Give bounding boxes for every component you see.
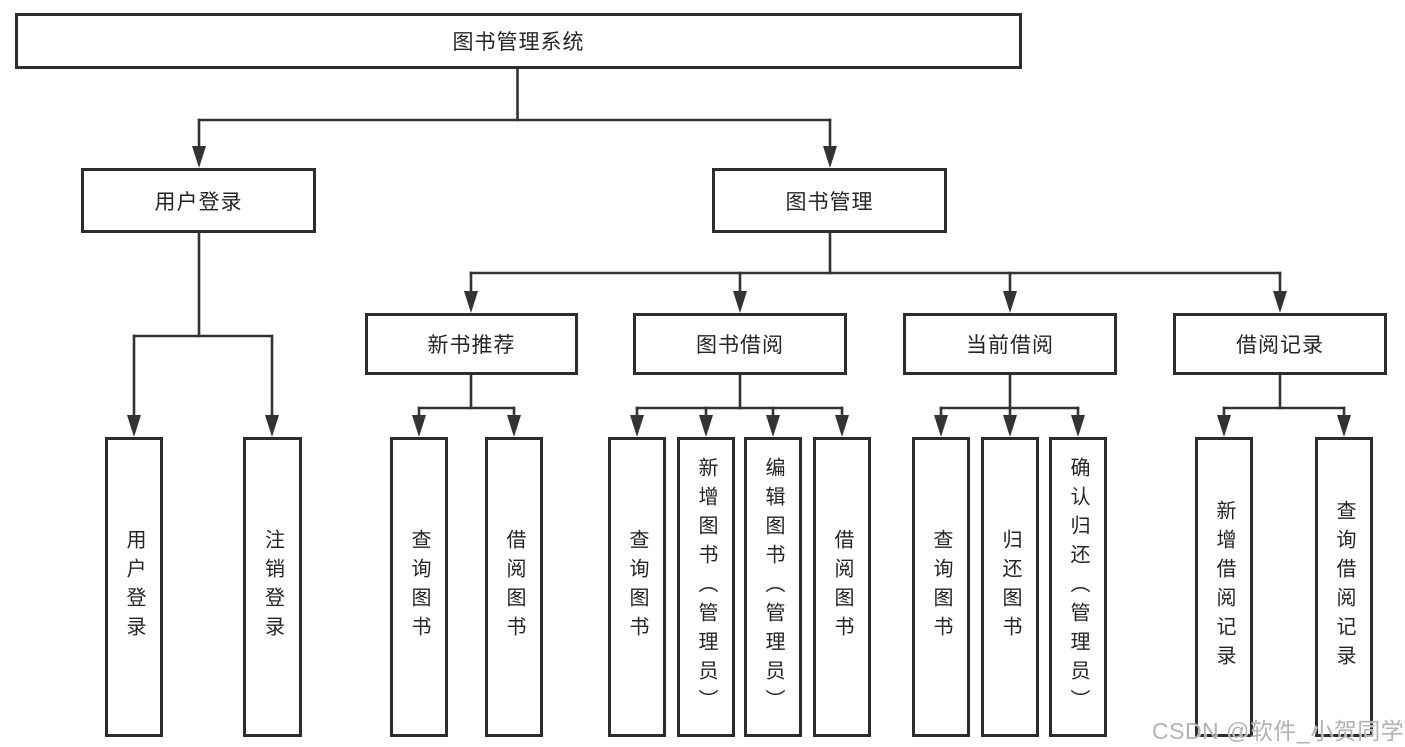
node-label: 查询图书 — [626, 529, 648, 645]
node-label: 图书管理 — [785, 190, 874, 214]
node-label: 借阅图书 — [831, 529, 853, 645]
node-label: 图书借阅 — [696, 334, 784, 357]
csdn-watermark: CSDN @软件_小贺同学 — [1152, 718, 1405, 744]
node-label: 查询借阅记录 — [1333, 500, 1355, 674]
leaf-borrow-books-recommend: 借阅图书 — [485, 437, 543, 737]
node-book-management: 图书管理 — [712, 168, 947, 233]
node-label: 查询图书 — [408, 529, 430, 645]
node-label: 编辑图书（管理员） — [762, 456, 784, 718]
node-current-borrowing: 当前借阅 — [903, 313, 1117, 375]
leaf-logout: 注销登录 — [243, 437, 302, 737]
node-root-library-management-system: 图书管理系统 — [15, 13, 1022, 69]
node-label: 注销登录 — [261, 529, 284, 645]
node-borrowing-records: 借阅记录 — [1173, 313, 1387, 375]
node-label: 图书管理系统 — [452, 31, 585, 54]
node-label: 借阅记录 — [1236, 334, 1324, 357]
node-label: 新增图书（管理员） — [695, 456, 717, 718]
connector-book-borrowing-to-leaves — [630, 373, 849, 437]
leaf-query-borrowing-record: 查询借阅记录 — [1315, 437, 1373, 737]
leaf-return-books: 归还图书 — [981, 437, 1039, 737]
node-label: 用户登录 — [123, 529, 145, 645]
connector-book-management-to-level3 — [464, 231, 1287, 313]
connector-user-login-to-leaves — [127, 231, 279, 437]
node-new-book-recommendation: 新书推荐 — [365, 313, 578, 375]
connector-borrowing-records-to-leaves — [1217, 373, 1351, 437]
connector-root-to-level2 — [192, 67, 837, 168]
node-user-login: 用户登录 — [81, 168, 316, 233]
node-label: 查询图书 — [930, 529, 952, 645]
leaf-query-books-borrowing: 查询图书 — [608, 437, 666, 737]
leaf-query-books-recommend: 查询图书 — [390, 437, 448, 737]
node-label: 确认归还（管理员） — [1067, 456, 1089, 718]
node-book-borrowing: 图书借阅 — [633, 313, 847, 375]
node-label: 用户登录 — [154, 190, 243, 214]
leaf-borrow-books-borrowing: 借阅图书 — [813, 437, 871, 737]
leaf-edit-books-admin: 编辑图书（管理员） — [744, 437, 802, 737]
leaf-user-login: 用户登录 — [105, 437, 163, 737]
connector-new-book-to-leaves — [412, 373, 521, 437]
node-label: 新增借阅记录 — [1213, 500, 1235, 674]
leaf-confirm-return-admin: 确认归还（管理员） — [1049, 437, 1107, 737]
leaf-add-borrowing-record: 新增借阅记录 — [1195, 437, 1253, 737]
node-label: 借阅图书 — [503, 529, 525, 645]
connector-current-borrowing-to-leaves — [934, 373, 1085, 437]
leaf-add-books-admin: 新增图书（管理员） — [677, 437, 735, 737]
leaf-query-books-current: 查询图书 — [912, 437, 970, 737]
node-label: 归还图书 — [999, 529, 1021, 645]
node-label: 新书推荐 — [427, 334, 516, 357]
node-label: 当前借阅 — [966, 334, 1054, 357]
